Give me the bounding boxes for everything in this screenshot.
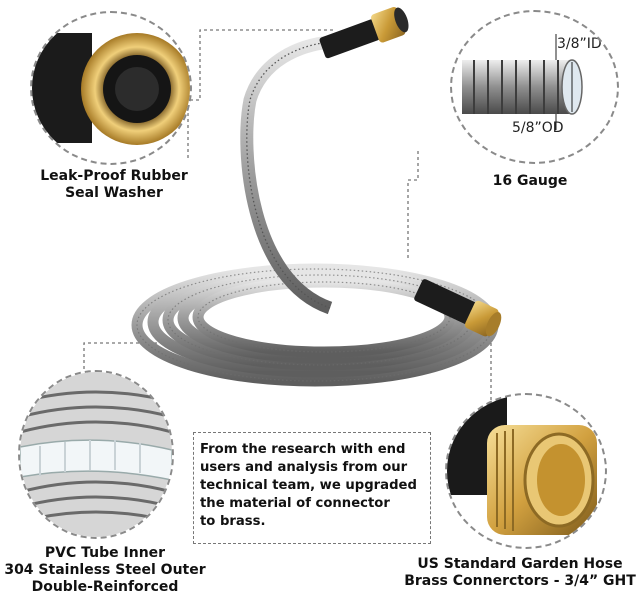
description-line: From the research with end — [200, 442, 406, 457]
description-line: the material of connector — [200, 496, 390, 511]
connector-caption-line1: US Standard Garden Hose — [417, 556, 623, 572]
rubber-washer-icon — [32, 33, 190, 145]
tube-caption-line1: PVC Tube Inner — [44, 545, 166, 561]
description-line: to brass. — [200, 514, 266, 529]
washer-caption-line1: Leak-Proof Rubber — [40, 168, 188, 184]
tube-caption-line2: 304 Stainless Steel Outer — [4, 562, 206, 578]
gauge-caption: 16 Gauge — [492, 173, 568, 189]
tube-caption: PVC Tube Inner 304 Stainless Steel Outer… — [0, 545, 210, 596]
washer-caption: Leak-Proof Rubber Seal Washer — [30, 168, 198, 202]
description-box: From the research with end users and ana… — [193, 432, 431, 544]
tube-closeup-circle — [18, 370, 174, 539]
washer-closeup-circle — [30, 11, 192, 165]
layered-tube-icon — [20, 372, 172, 537]
brass-connector-icon — [447, 395, 597, 535]
description-line: technical team, we upgraded — [200, 478, 417, 493]
connector-caption-line2: Brass Connerctors - 3/4” GHT — [404, 573, 636, 589]
outer-diameter-label: 5/8”OD — [512, 120, 564, 136]
gauge-closeup-circle: 3/8”ID 5/8”OD — [450, 10, 619, 164]
inner-diameter-label: 3/8”ID — [557, 36, 602, 52]
tube-cross-section-icon — [462, 34, 583, 130]
description-line: users and analysis from our — [200, 460, 408, 475]
connector-closeup-circle — [445, 393, 607, 549]
tube-caption-line3: Double-Reinforced — [31, 579, 179, 595]
connector-caption: US Standard Garden Hose Brass Connerctor… — [400, 556, 640, 590]
washer-caption-line2: Seal Washer — [65, 185, 163, 201]
